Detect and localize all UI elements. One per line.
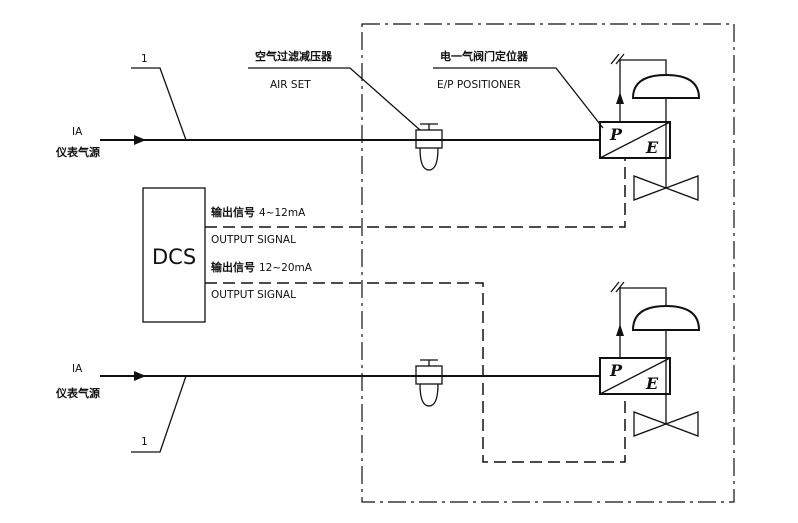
dcs-box [142,187,206,323]
air-set-bottom [415,359,443,407]
ia-bottom-cn-label: 仪表气源 [55,386,100,400]
ia-top-cn-label: 仪表气源 [55,145,100,159]
positioner-bottom-p: P [609,361,623,380]
signal1-en-label: OUTPUT SIGNAL [211,234,296,246]
signal2-line [205,282,626,463]
top-air-arrow [134,135,146,145]
ia-bottom-label: IA [72,363,83,375]
actuator-top [610,53,701,188]
positioner-top-e: E [645,138,659,157]
callout-bottom-number: 1 [141,436,148,448]
signal1-line [205,158,626,228]
bottom-air-arrow [134,371,146,381]
air-set-top [415,123,443,171]
air-set-leader [248,67,421,131]
callout-bottom-leader [131,375,187,453]
dcs-label: DCS [152,245,196,269]
air-set-cn-label: 空气过滤减压器 [255,49,333,63]
valve-top [633,175,699,201]
signal2-en-label: OUTPUT SIGNAL [211,289,296,301]
positioner-leader [433,67,604,129]
signal1-cn-label: 输出信号 [211,205,255,219]
positioner-top [599,121,671,159]
air-set-en-label: AIR SET [270,79,311,91]
positioner-en-label: E/P POSITIONER [437,79,521,91]
callout-top-number: 1 [141,53,148,65]
positioner-cn-label: 电一气阀门定位器 [440,49,529,63]
signal2-range-label: 12~20mA [259,262,313,274]
positioner-bottom [599,357,671,395]
equipment-boundary [361,23,735,503]
signal2-cn-label: 输出信号 [211,260,255,274]
positioner-bottom-e: E [645,374,659,393]
valve-bottom [633,411,699,437]
positioner-top-p: P [609,125,623,144]
actuator-bottom [610,281,701,424]
signal1-range-label: 4~12mA [259,207,306,219]
callout-top-leader [131,67,187,141]
ia-top-label: IA [72,126,83,138]
